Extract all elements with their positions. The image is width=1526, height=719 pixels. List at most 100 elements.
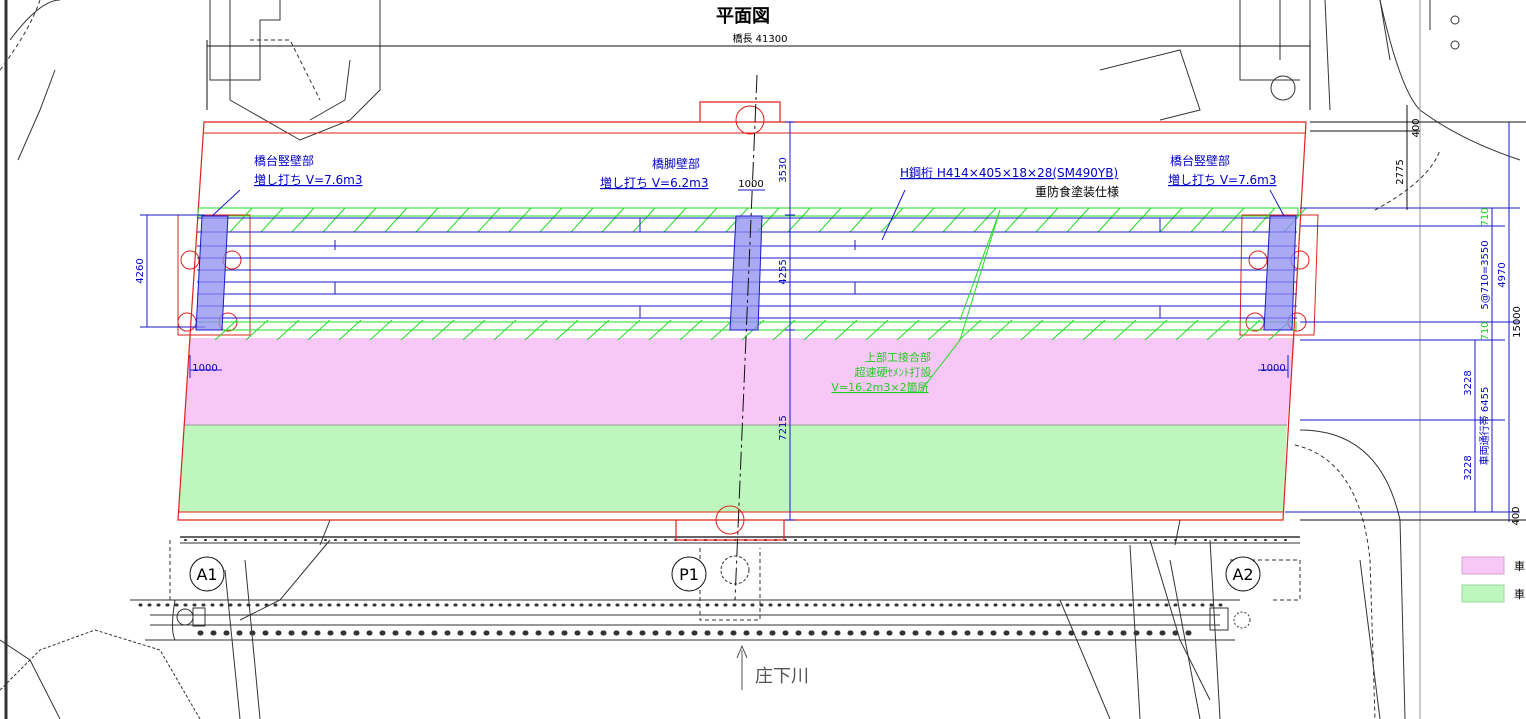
dim-400-top: 400 [1411,118,1422,137]
hatch-mark [446,207,470,233]
support-a2-label: A2 [1232,565,1253,584]
hatch-mark [617,319,641,341]
dim-400-bot: 400 [1511,506,1522,525]
hatch-mark [1252,207,1276,233]
pier-volume: 増し打ち V=6.2m3 [600,176,709,190]
dim-4255: 4255 [778,259,789,284]
dim-1000-right: 1000 [1260,363,1285,374]
hatch-mark [1082,319,1106,341]
hatch-mark [818,207,842,233]
bridge-length-label: 橋長 41300 [733,32,788,45]
dim-2775: 2775 [1395,159,1406,184]
dim-710-bot: 710 [1480,321,1491,340]
hatch-mark [849,207,873,233]
hatch-mark [555,319,579,341]
hatch-mark [679,319,703,341]
hatch-mark [229,207,253,233]
hatch-mark [431,319,455,341]
hatch-mark [570,207,594,233]
hatch-mark [865,319,889,341]
hatch-mark [276,319,300,341]
centre-lines-dim [146,121,1510,522]
hatch-mark [493,319,517,341]
legend-swatch-pink [1461,556,1505,575]
legend-swatch-green [1461,584,1505,603]
hatch-mark [291,207,315,233]
hatch-mark [1221,207,1245,233]
page-title: 平面図 [716,6,770,27]
hatch-mark [462,319,486,341]
hatch-mark [927,319,951,341]
hatch-mark [710,319,734,341]
hatch-mark [911,207,935,233]
hatch-mark [880,207,904,233]
dim-3228-a: 3228 [1463,370,1474,395]
hatch-mark [1206,319,1230,341]
joint-label: 上部工接合部 [865,350,931,364]
hatch-mark [338,319,362,341]
joint-volume: V=16.2m3×2箇所 [831,380,928,394]
dim-3228-b: 3228 [1463,455,1474,480]
centre-lines [734,74,758,601]
girder-coating: 重防食塗装仕様 [1035,184,1119,199]
hatch-mark [1175,319,1199,341]
abutment-right-label: 橋台竪壁部 [1170,153,1230,168]
river-arrow-icon [736,644,748,659]
hatch-mark [958,319,982,341]
hatch-mark [369,319,393,341]
hatch-mark [1051,319,1075,341]
girder-label: H鋼桁 H414×405×18×28(SM490YB) [900,166,1118,180]
lane-pink [184,338,1295,425]
deck-outline [177,101,1319,541]
hatch-mark [694,207,718,233]
hatch-mark [787,207,811,233]
hatch-mark [353,207,377,233]
hatch-mark [601,207,625,233]
dim-4970: 4970 [1497,262,1508,287]
hatch-mark [1035,207,1059,233]
hatch-mark [1020,319,1044,341]
hatch-mark [1237,319,1261,341]
hatch-mark [384,207,408,233]
pier-label: 橋脚壁部 [652,156,700,171]
dim-7215: 7215 [778,415,789,440]
hatch-mark [477,207,501,233]
hatch-mark [1128,207,1152,233]
dim-4260: 4260 [135,258,146,283]
lane-green [178,425,1287,512]
hatch-mark [539,207,563,233]
support-a1-label: A1 [196,565,217,584]
legend-label-green: 車 [1514,587,1525,601]
hatch-mark [803,319,827,341]
bridge-length-dim [206,40,1311,110]
hatch-mark [1097,207,1121,233]
abutment-left-label: 橋台竪壁部 [254,153,314,168]
legend-label-pink: 車 [1514,559,1525,573]
dim-15000: 15000 [1512,306,1523,338]
dim-5at710: 5@710=3550 [1480,240,1491,309]
support-a2-marker [1225,556,1261,592]
hatch-mark [508,207,532,233]
hatch-mark [400,319,424,341]
hatch-mark [322,207,346,233]
dim-1000-pier: 1000 [738,179,763,190]
hatch-mark [663,207,687,233]
hatch-mark [1113,319,1137,341]
hatch-mark [307,319,331,341]
dim-710-top: 710 [1480,207,1491,226]
hatch-mark [1144,319,1168,341]
hatch-mark [632,207,656,233]
hatch-mark [772,319,796,341]
dim-3530: 3530 [778,157,789,182]
dim-6455: 車両通行帯 6455 [1478,387,1491,466]
support-markers: A1 P1 A2 [189,556,1261,592]
legend: 車 車 [1461,556,1525,603]
abutment-right-volume: 増し打ち V=7.6m3 [1168,173,1277,187]
dim-1000-left: 1000 [192,363,217,374]
hatch-mark [1190,207,1214,233]
hatch-mark [214,319,238,341]
hatch-mark [942,207,966,233]
river-label: 庄下川 [755,666,809,687]
hatch-mark [1004,207,1028,233]
river-indicator: 庄下川 [736,644,809,687]
